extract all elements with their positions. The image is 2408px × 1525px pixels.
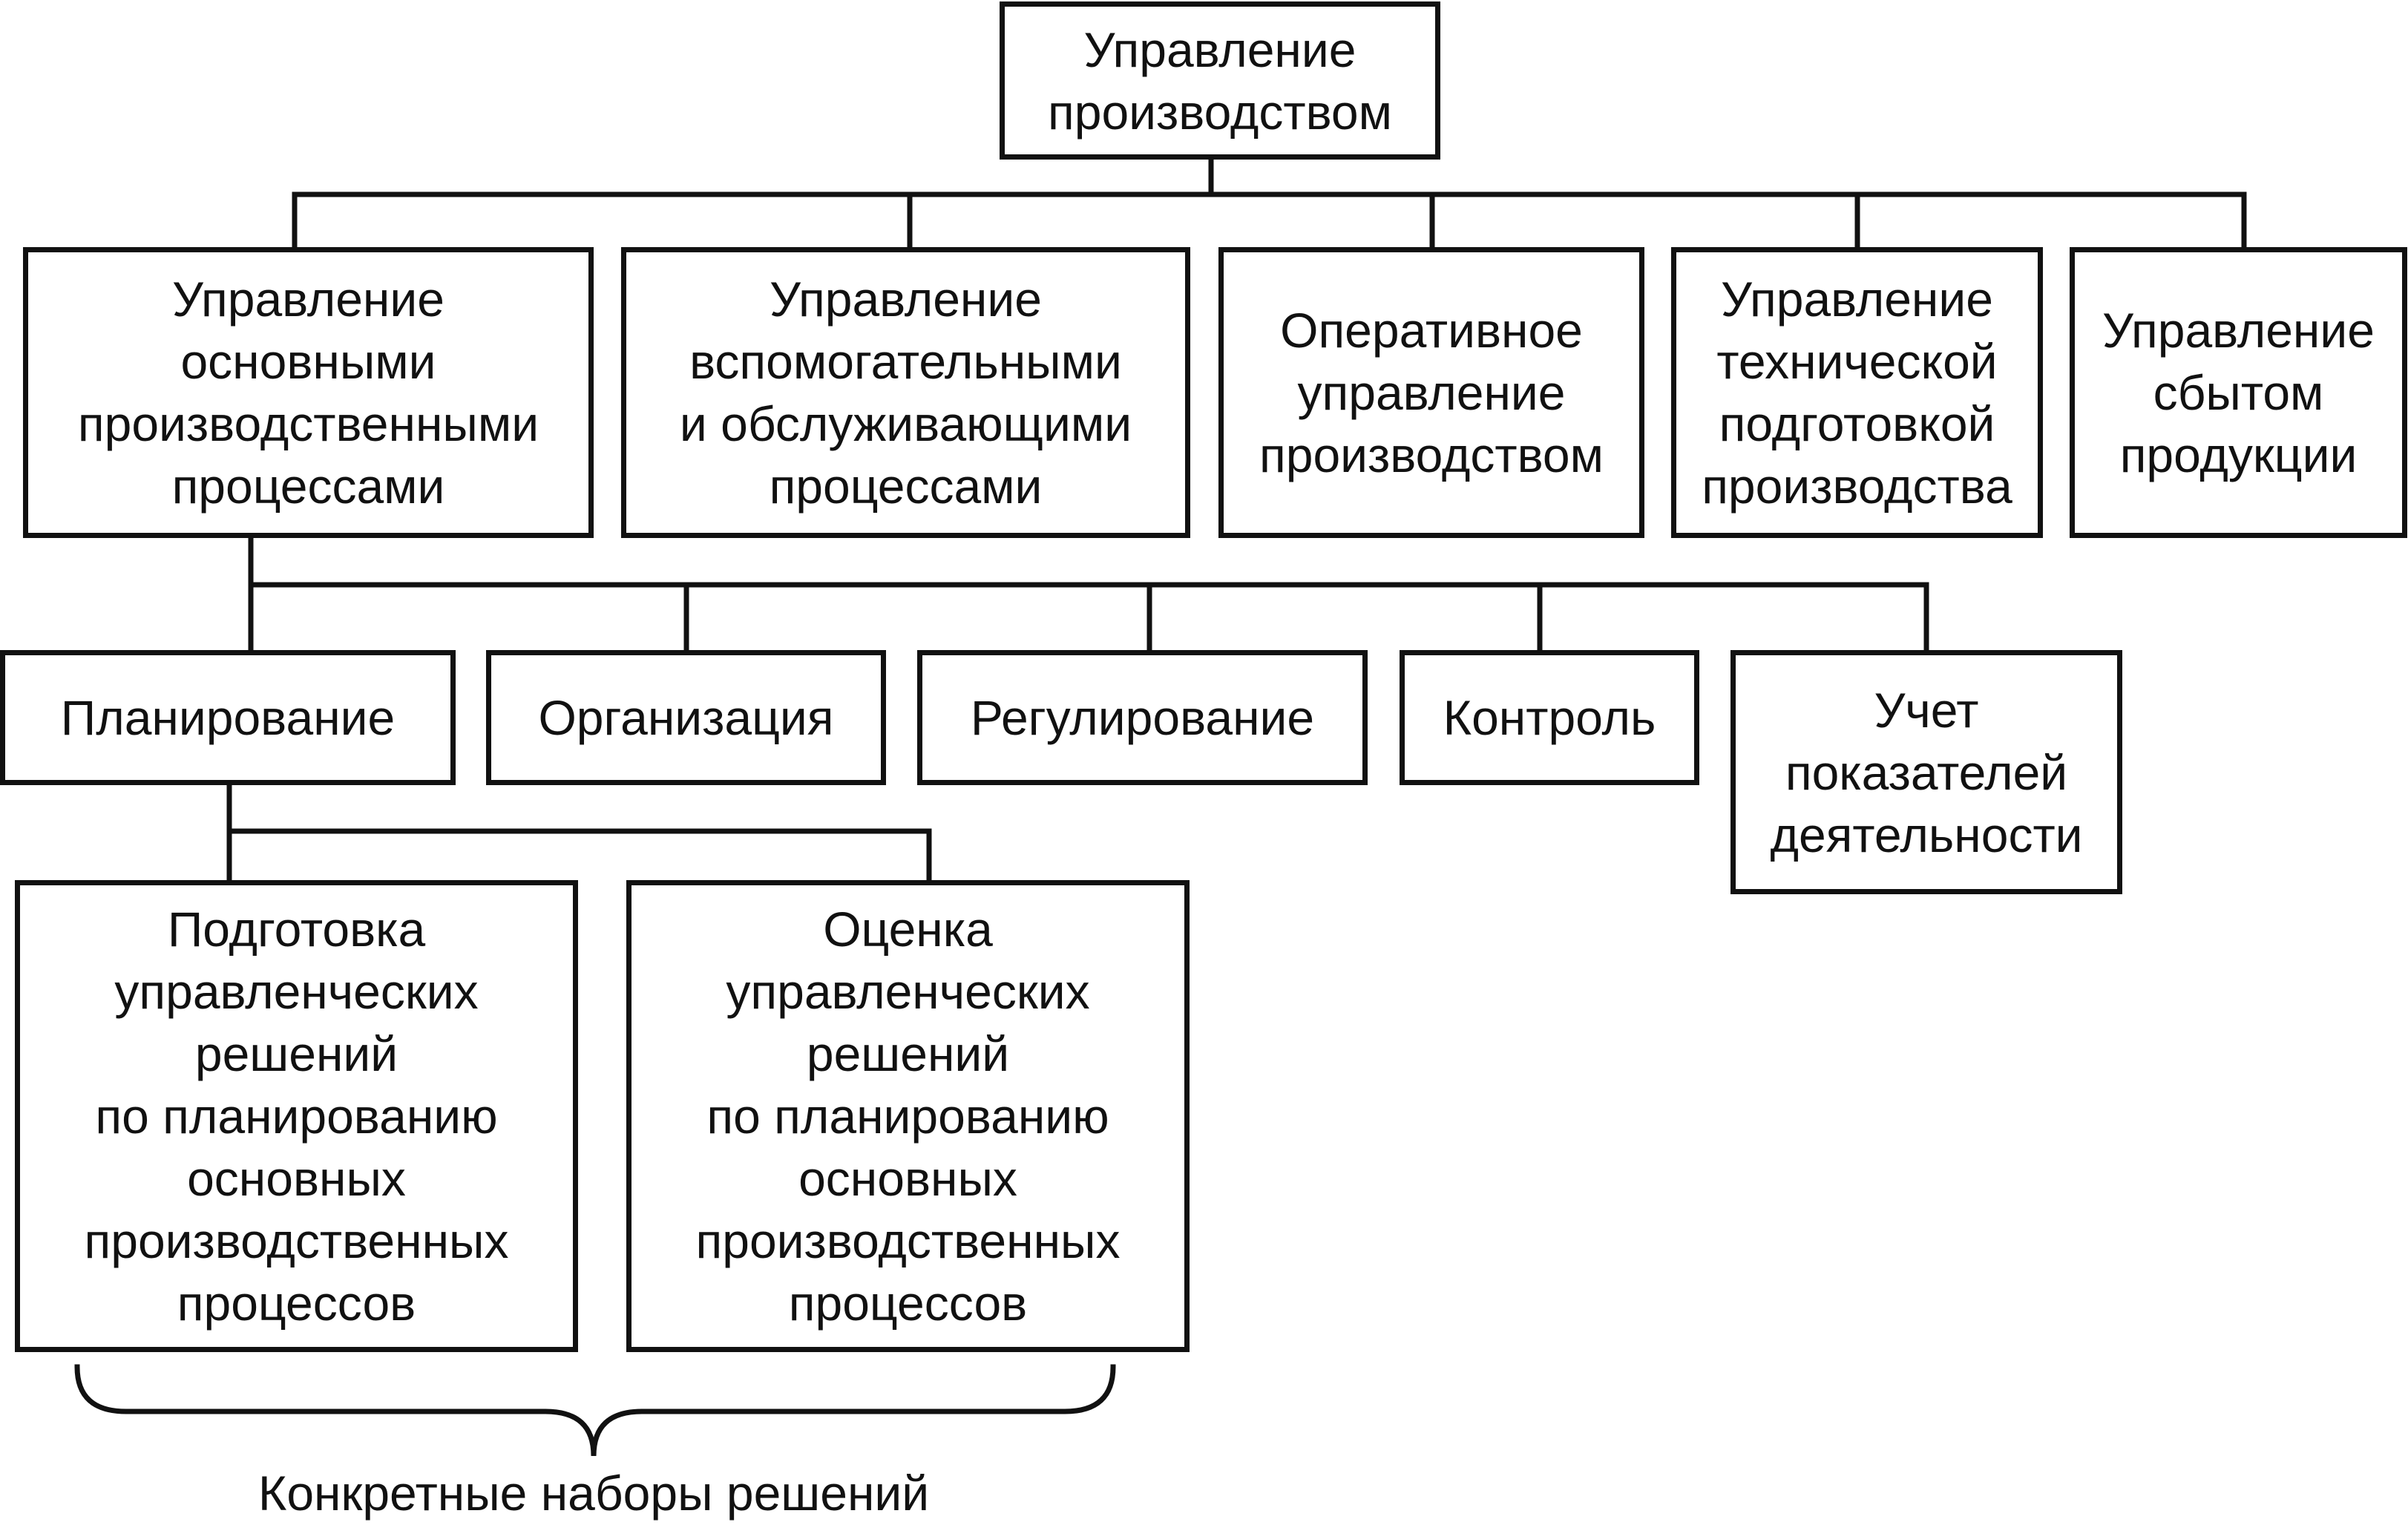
node-label-line: решений — [194, 1026, 398, 1081]
organization-node: Организация — [486, 650, 886, 785]
node-label-line: Управление — [2102, 303, 2375, 358]
node-label-line: подготовкой — [1719, 396, 1995, 451]
node-label-line: показателей — [1785, 744, 2068, 800]
node-label-line: Регулирование — [970, 690, 1315, 745]
node-label-line: вспомогательными — [689, 334, 1122, 389]
node-label-line: Управление — [770, 272, 1042, 327]
node-label-line: производством — [1259, 427, 1604, 482]
main-processes-node: Управление основными производственными проц… — [23, 247, 594, 538]
node-label-line: производства — [1702, 459, 2012, 514]
tech-prep-node: Управление технической подготовкой производ… — [1671, 247, 2043, 538]
node-label-line: управленческих — [726, 964, 1090, 1019]
node-label-line: Учет — [1874, 682, 1979, 738]
node-label-line: процессами — [769, 459, 1043, 514]
operational-node: Оперативное управление производством — [1218, 247, 1644, 538]
node-label-line: решений — [806, 1026, 1010, 1081]
node-label-line: управление — [1297, 365, 1566, 420]
node-label-line: процессов — [788, 1276, 1028, 1331]
node-label-line: основных — [798, 1151, 1017, 1206]
node-label-line: Подготовка — [167, 902, 426, 957]
node-label-line: производственных — [695, 1213, 1121, 1268]
node-label-line: по планированию — [706, 1089, 1109, 1144]
node-label-line: Управление — [1721, 272, 1993, 327]
regulation-node: Регулирование — [917, 650, 1368, 785]
node-label-line: Контроль — [1443, 690, 1656, 745]
decision-prep-node: Подготовка управленческих решений по планир… — [15, 880, 578, 1352]
node-label-line: производственных — [84, 1213, 509, 1268]
node-label-line: сбытом — [2153, 365, 2324, 420]
brace-label: Конкретные наборы решений — [257, 1466, 930, 1521]
node-label-line: процессами — [171, 459, 445, 514]
node-label-line: продукции — [2119, 427, 2358, 482]
control-node: Контроль — [1400, 650, 1699, 785]
aux-processes-node: Управление вспомогательными и обслуживающи… — [621, 247, 1190, 538]
node-label-line: Управление — [1083, 22, 1356, 77]
node-label-line: по планированию — [95, 1089, 498, 1144]
accounting-node: Учет показателей деятельности — [1730, 650, 2122, 894]
node-label-line: процессов — [177, 1276, 416, 1331]
root-node: Управление производством — [1000, 1, 1440, 160]
planning-node: Планирование — [0, 650, 456, 785]
node-label-line: производственными — [77, 396, 539, 451]
decision-eval-node: Оценка управленческих решений по планирован… — [626, 880, 1190, 1352]
node-label-line: Планирование — [60, 690, 396, 745]
sales-node: Управление сбытом продукции — [2070, 247, 2407, 538]
node-label-line: и обслуживающими — [679, 396, 1132, 451]
node-label-line: технической — [1716, 334, 1998, 389]
node-label-line: деятельности — [1770, 807, 2083, 862]
node-label-line: Оперативное — [1280, 303, 1583, 358]
node-label-line: основными — [180, 334, 436, 389]
node-label-line: Организация — [538, 690, 834, 745]
node-label-line: управленческих — [114, 964, 479, 1019]
node-label-line: Управление — [172, 272, 444, 327]
node-label-line: Оценка — [823, 902, 993, 957]
node-label-line: производством — [1048, 84, 1392, 140]
curly-brace — [74, 1364, 1116, 1457]
node-label-line: основных — [187, 1151, 406, 1206]
